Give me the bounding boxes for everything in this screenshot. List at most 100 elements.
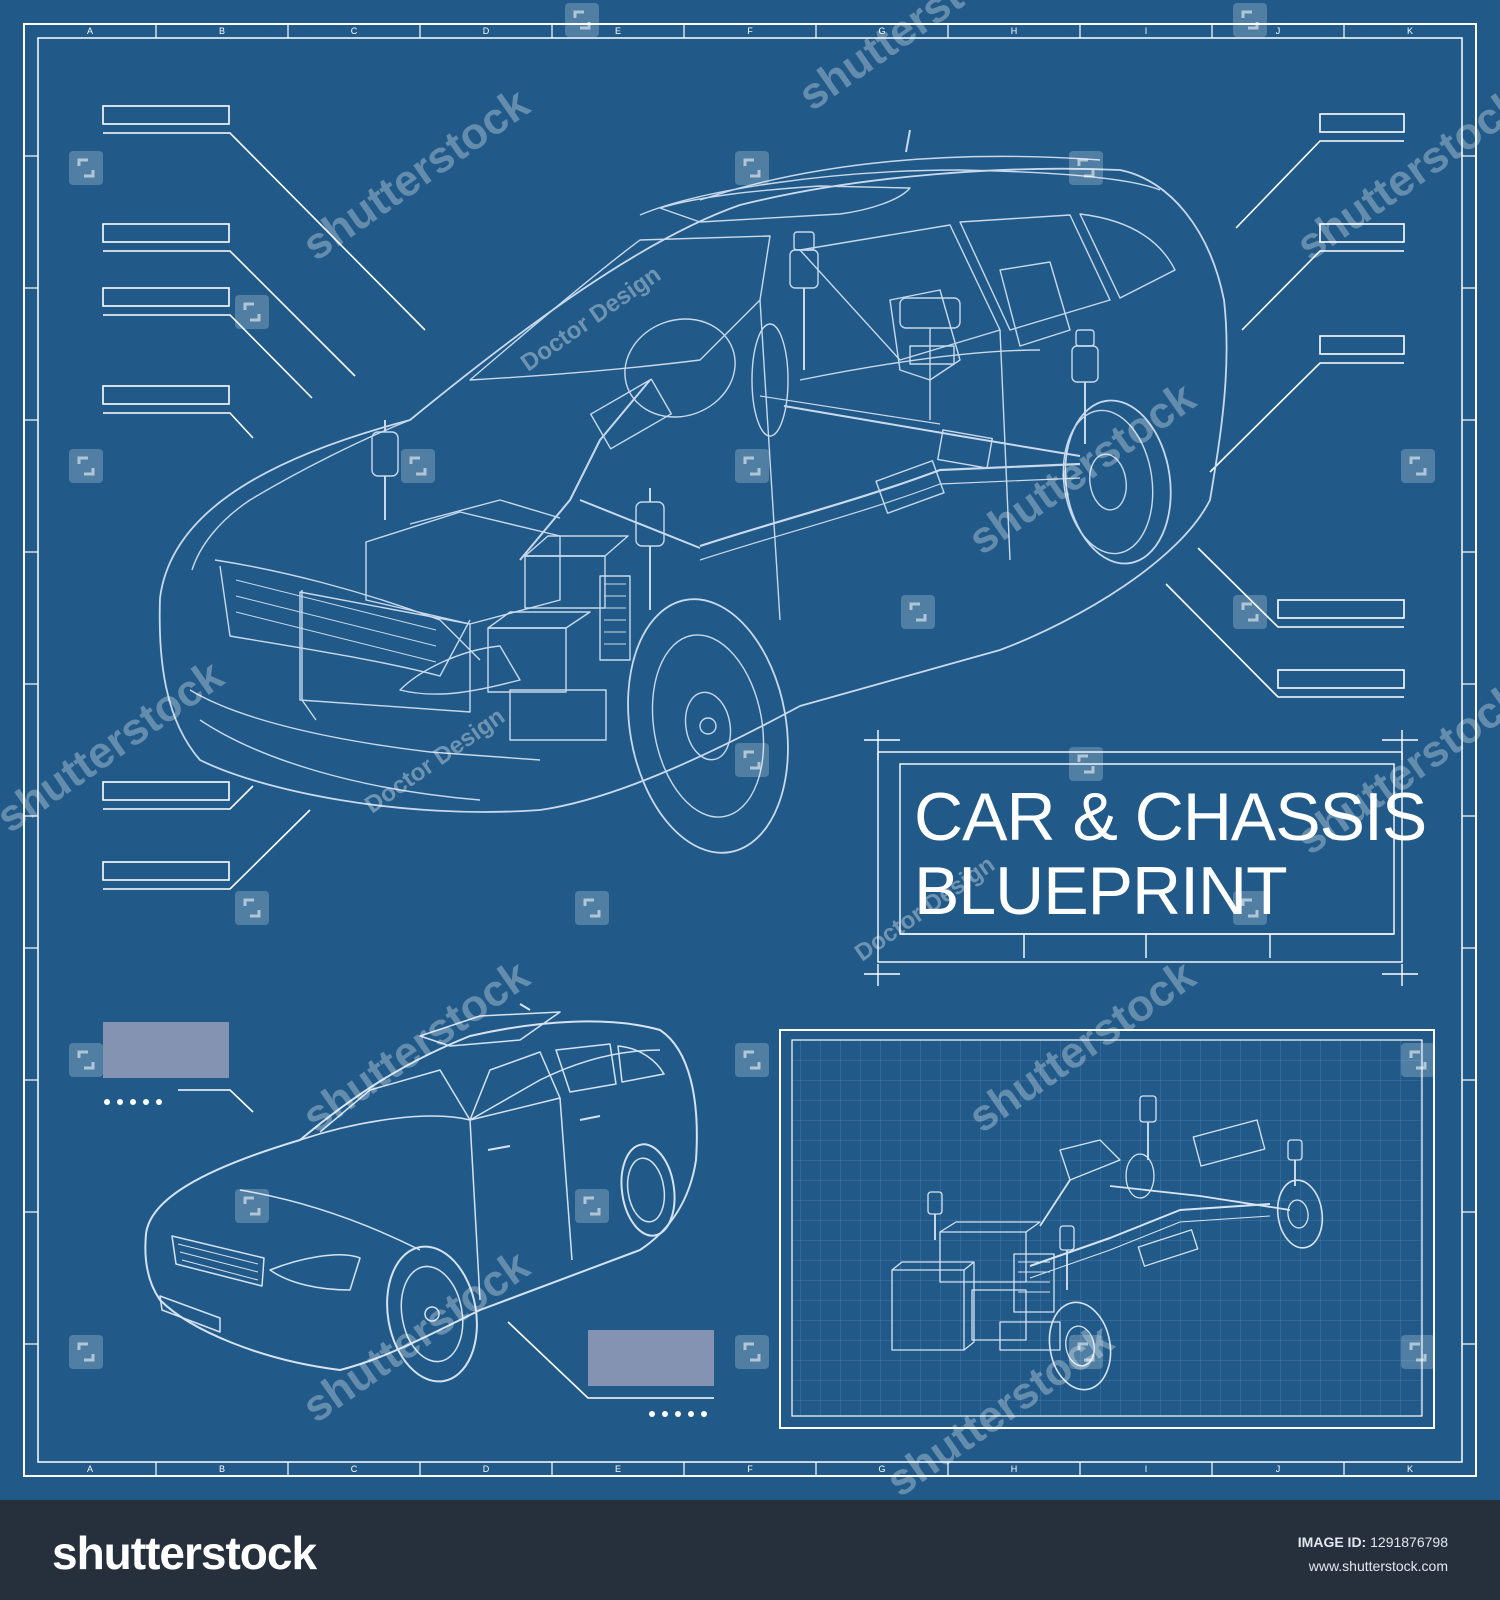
shutterstock-watermark-icon (69, 151, 103, 185)
frame-column-letter: C (351, 1464, 358, 1474)
shutterstock-watermark-icon (1233, 891, 1267, 925)
frame-column-letter: G (878, 26, 885, 36)
leader-line (103, 250, 356, 377)
shutterstock-watermark-icon (575, 891, 609, 925)
footer-logo[interactable]: shutterstock (52, 1527, 317, 1579)
title-line-2: BLUEPRINT (914, 853, 1287, 929)
frame-column-letter: F (747, 1464, 753, 1474)
shutterstock-watermark-icon (1233, 3, 1267, 37)
frame-column-letter: B (219, 26, 225, 36)
shutterstock-watermark-icon (565, 3, 599, 37)
shutterstock-watermark-icon (235, 1189, 269, 1223)
main-car-cutaway-drawing (158, 129, 1228, 854)
leader-line (1165, 583, 1404, 698)
callouts-left (102, 105, 426, 890)
label-placeholder-filled (103, 1022, 229, 1078)
shutterstock-watermark-icon (735, 449, 769, 483)
footer-image-info: IMAGE ID: 1291876798 www.shutterstock.co… (1298, 1530, 1448, 1578)
frame-column-letter: A (87, 26, 93, 36)
shutterstock-watermark-icon (575, 1189, 609, 1223)
leader-line (103, 412, 254, 439)
shutterstock-watermark-icon (69, 449, 103, 483)
leader-line (103, 132, 426, 331)
frame-column-letter: H (1011, 26, 1018, 36)
dot-row (649, 1411, 707, 1417)
designer-credit: Doctor Design (360, 703, 510, 819)
shutterstock-watermark-icon (735, 151, 769, 185)
leader-line (103, 785, 254, 810)
frame-column-letter: J (1276, 26, 1281, 36)
title-line-1: CAR & CHASSIS (914, 779, 1426, 855)
leader-line (103, 809, 311, 890)
blueprint-sheet: A B C D E F G H I J K A B C D E F G H I J K (0, 0, 1500, 1500)
image-id-line: IMAGE ID: 1291876798 (1298, 1530, 1448, 1554)
shutterstock-watermark-icon (1069, 151, 1103, 185)
leader-line (1241, 250, 1404, 331)
shutterstock-watermark-icon (235, 295, 269, 329)
leader-line (1197, 547, 1404, 628)
watermark-text: shutterstock (294, 78, 539, 270)
leader-line (103, 314, 313, 399)
frame-column-letter: E (615, 1464, 621, 1474)
shutterstock-watermark-icon (69, 1043, 103, 1077)
frame-column-letters-top: A B C D E F G H I J K (87, 26, 1413, 36)
label-placeholder (102, 223, 230, 243)
leader-line (178, 1089, 254, 1113)
label-placeholder (102, 385, 230, 405)
label-placeholder (1319, 113, 1405, 133)
shutterstock-watermark-icon (1069, 747, 1103, 781)
label-placeholder (1277, 669, 1405, 689)
label-placeholder (102, 781, 230, 801)
shutterstock-watermark-icon (69, 1335, 103, 1369)
frame-column-letter: C (351, 26, 358, 36)
label-placeholder-filled (588, 1330, 714, 1386)
shutterstock-watermark-icon (1069, 1335, 1103, 1369)
shutterstock-watermark-icon (735, 1335, 769, 1369)
frame-column-letter: B (219, 1464, 225, 1474)
watermark-text: shutterstock (294, 950, 539, 1142)
shutterstock-watermark-icon (901, 595, 935, 629)
shutterstock-watermark-icon (401, 449, 435, 483)
blueprint-canvas: A B C D E F G H I J K A B C D E F G H I J K (0, 0, 1500, 1500)
frame-column-letter: I (1145, 26, 1148, 36)
shutterstock-watermark-icon (1401, 1335, 1435, 1369)
callouts-bottom (103, 1022, 714, 1417)
label-placeholder (102, 861, 230, 881)
frame-column-letter: J (1276, 1464, 1281, 1474)
shutterstock-watermark-icon (1401, 1043, 1435, 1077)
image-id-label: IMAGE ID: (1297, 1534, 1367, 1550)
shutterstock-watermark-icon (735, 743, 769, 777)
frame-column-letter: F (747, 26, 753, 36)
frame-column-letter: E (615, 26, 621, 36)
drawing-frame (23, 23, 1477, 1477)
shutterstock-watermark-icon (1233, 595, 1267, 629)
chassis-drawing (891, 1095, 1324, 1391)
label-placeholder (1319, 223, 1405, 243)
shutterstock-watermark-icon (235, 891, 269, 925)
image-id-value: 1291876798 (1370, 1534, 1448, 1550)
label-placeholder (1319, 335, 1405, 355)
watermark-text: shutterstock (790, 0, 1035, 120)
callouts-right (1165, 113, 1405, 698)
frame-column-letter: H (1011, 1464, 1018, 1474)
stock-footer-bar: shutterstock IMAGE ID: 1291876798 www.sh… (0, 1500, 1500, 1600)
frame-column-letter: G (878, 1464, 885, 1474)
label-placeholder (1277, 599, 1405, 619)
label-placeholder (102, 287, 230, 307)
frame-column-letter: K (1407, 26, 1413, 36)
watermark-icon-grid (69, 3, 1435, 1369)
frame-column-ticks (23, 23, 1477, 1476)
shutterstock-watermark-icon (1401, 449, 1435, 483)
label-placeholder (102, 105, 230, 125)
leader-line (507, 1321, 714, 1399)
chassis-inset-panel (779, 1029, 1435, 1429)
watermark-text: shutterstock (0, 650, 232, 842)
shutterstock-watermark-icon (735, 1043, 769, 1077)
leader-line (1209, 362, 1404, 473)
frame-column-letter: D (483, 26, 490, 36)
leader-line (1235, 140, 1404, 229)
frame-column-letter: I (1145, 1464, 1148, 1474)
footer-url[interactable]: www.shutterstock.com (1308, 1558, 1448, 1574)
